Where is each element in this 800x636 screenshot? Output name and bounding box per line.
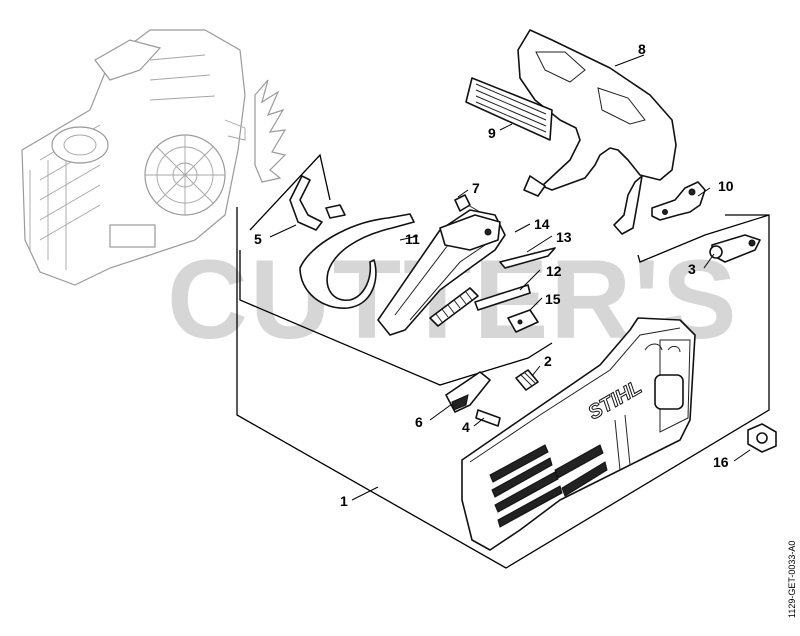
- catcher-part: [445, 371, 491, 413]
- small-block-part: [507, 309, 539, 333]
- callout-7: 7: [472, 180, 480, 196]
- pin-part: [515, 369, 539, 391]
- slide-plate-part: [474, 284, 531, 311]
- callout-14: 14: [534, 216, 550, 232]
- callout-12: 12: [546, 263, 562, 279]
- spring-clip-part: [289, 175, 323, 231]
- callout-10: 10: [718, 178, 734, 194]
- callout-9: 9: [488, 125, 496, 141]
- brake-band-part: [299, 213, 415, 309]
- sprocket-cover-part: STIHL: [461, 317, 696, 551]
- callout-15: 15: [545, 291, 561, 307]
- hand-guard-part: [517, 29, 677, 235]
- callout-11: 11: [405, 231, 420, 247]
- callout-2: 2: [544, 353, 552, 369]
- document-id: 1129-GET-0033-A0: [787, 541, 797, 618]
- callout-8: 8: [638, 41, 646, 57]
- cover-vents: [489, 444, 608, 528]
- plate-part: [465, 77, 553, 141]
- callout-1: 1: [340, 493, 348, 509]
- callout-5: 5: [254, 231, 262, 247]
- engine-assembly-ghost: [21, 29, 287, 286]
- nut-part: [747, 423, 777, 453]
- coil-spring-part: [429, 287, 479, 327]
- lever-part: [651, 181, 706, 221]
- callout-13: 13: [556, 229, 572, 245]
- leader-lines: [269, 54, 751, 501]
- rod-part: [475, 409, 501, 427]
- wire-spring-part: [499, 247, 556, 269]
- callout-6: 6: [415, 414, 423, 430]
- callout-labels: 8 9 7 10 5 11 14 13 3 12 15 2 6 4 1 16: [254, 41, 734, 509]
- assembly-frame: [236, 153, 770, 569]
- callout-3: 3: [688, 261, 696, 277]
- callout-16: 16: [713, 454, 729, 470]
- callout-4: 4: [462, 419, 470, 435]
- brake-assembly-part: [377, 209, 506, 336]
